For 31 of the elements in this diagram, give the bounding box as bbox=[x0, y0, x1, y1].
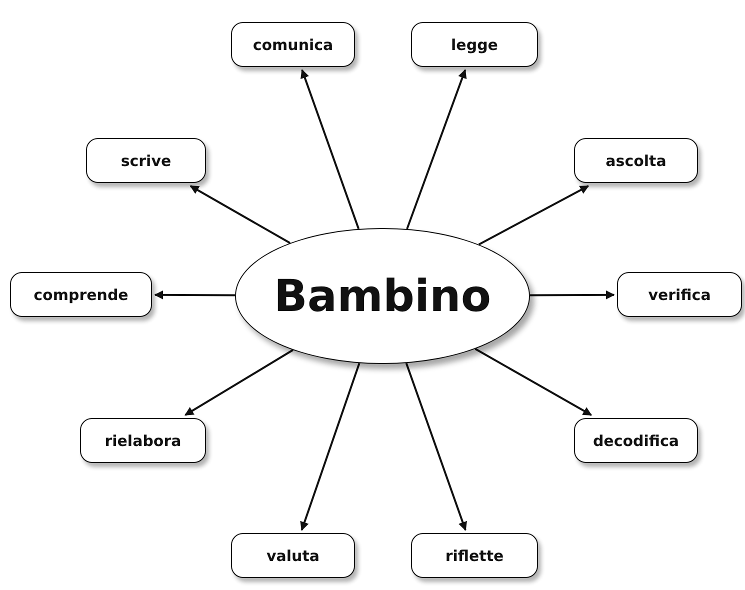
concept-label: verifica bbox=[648, 286, 711, 304]
arrow bbox=[530, 290, 615, 300]
concept-label: valuta bbox=[266, 546, 320, 564]
concept-box bbox=[617, 272, 742, 317]
arrow bbox=[154, 290, 236, 300]
concept-box bbox=[231, 22, 355, 67]
arrow bbox=[478, 185, 590, 246]
concept-label: rielabora bbox=[104, 432, 182, 450]
concept-box bbox=[10, 272, 152, 317]
concept-label: comunica bbox=[252, 36, 334, 54]
concept-box bbox=[411, 22, 538, 67]
concept-label: decodifica bbox=[592, 432, 680, 450]
concept-box bbox=[411, 533, 538, 578]
concept-box bbox=[80, 418, 206, 463]
concept-box bbox=[574, 418, 698, 463]
concept-label: ascolta bbox=[606, 152, 666, 170]
concept-label: riflette bbox=[445, 546, 504, 564]
arrow bbox=[300, 362, 360, 531]
concept-box bbox=[574, 138, 698, 183]
concept-label: comprende bbox=[34, 286, 128, 304]
concept-box bbox=[86, 138, 206, 183]
concept-box bbox=[231, 533, 355, 578]
concept-label: scrive bbox=[120, 152, 172, 170]
arrow bbox=[405, 362, 467, 531]
arrow bbox=[300, 69, 360, 230]
arrow bbox=[406, 69, 467, 230]
arrow bbox=[184, 349, 294, 416]
central-concept: Bambino bbox=[274, 270, 492, 322]
arrow bbox=[190, 185, 291, 244]
arrow bbox=[474, 348, 592, 416]
concept-label: legge bbox=[451, 36, 498, 54]
